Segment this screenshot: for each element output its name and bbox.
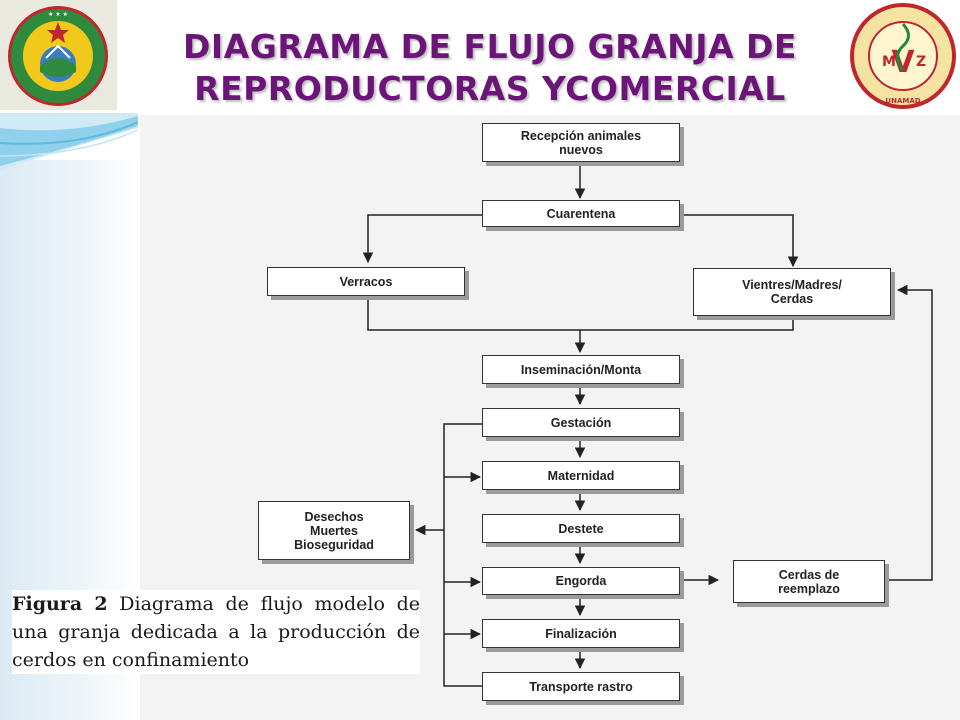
node-vientres: Vientres/Madres/ Cerdas [693,268,891,316]
node-engorda: Engorda [482,567,680,595]
node-destete: Destete [482,514,680,543]
node-maternidad: Maternidad [482,461,680,490]
node-transporte: Transporte rastro [482,672,680,701]
title-line-2: REPRODUCTORAS YCOMERCIAL [194,69,786,108]
page-title: DIAGRAMA DE FLUJO GRANJA DE REPRODUCTORA… [140,26,840,110]
node-verracos: Verracos [267,267,465,296]
node-destete-label: Destete [558,521,604,536]
seal-ring-text: ★ ★ ★ [48,11,68,18]
node-reemplazo-label: Cerdas de reemplazo [778,567,840,596]
node-verracos-label: Verracos [339,274,393,289]
mvz-letter-v: V [891,45,915,80]
mvz-seal-logo: M V Z UNAMAD [848,0,958,112]
node-maternidad-label: Maternidad [547,468,615,483]
mvz-letter-m: M [882,54,896,70]
node-inseminacion-label: Inseminación/Monta [520,362,642,377]
node-gestacion-label: Gestación [550,415,612,430]
mvz-letter-z: Z [916,54,926,70]
figure-caption-text: Diagrama de flujo modelo de una granja d… [12,593,420,671]
node-cuarentena: Cuarentena [482,200,680,227]
node-cuarentena-label: Cuarentena [546,206,616,221]
figure-caption: Figura 2 Diagrama de flujo modelo de una… [12,590,420,674]
node-finalizacion: Finalización [482,619,680,648]
node-finalizacion-label: Finalización [545,626,617,641]
node-desechos-label: Desechos Muertes Bioseguridad [294,509,374,552]
node-recepcion-label: Recepción animales nuevos [520,128,642,157]
node-recepcion: Recepción animales nuevos [482,123,680,162]
university-seal-logo: ★ ★ ★ [0,0,117,110]
figure-caption-label: Figura 2 [12,593,108,615]
node-gestacion: Gestación [482,408,680,437]
node-transporte-label: Transporte rastro [529,679,633,694]
node-inseminacion: Inseminación/Monta [482,355,680,384]
mvz-seal-bottom-text: UNAMAD [885,97,920,105]
title-line-1: DIAGRAMA DE FLUJO GRANJA DE [183,27,797,66]
decorative-swoosh [0,113,139,170]
node-engorda-label: Engorda [555,574,607,588]
node-desechos: Desechos Muertes Bioseguridad [258,501,410,560]
node-reemplazo: Cerdas de reemplazo [733,560,885,603]
node-vientres-label: Vientres/Madres/ Cerdas [742,278,842,306]
